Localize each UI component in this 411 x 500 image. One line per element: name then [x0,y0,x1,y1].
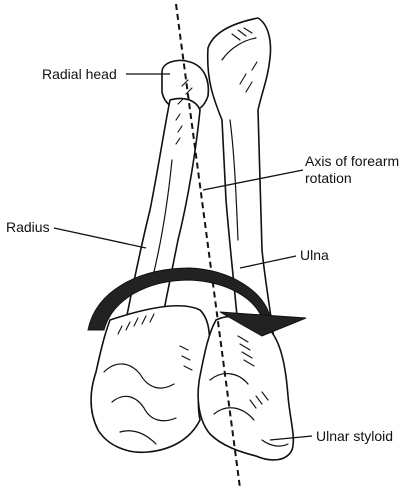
distal-radius [90,305,211,454]
label-radial-head: Radial head [42,66,170,82]
label-axis-of-rotation: Axis of forearm rotation [202,153,399,191]
ulnar-styloid-text: Ulnar styloid [316,428,393,444]
radius-bone [123,59,210,331]
ulna-text: Ulna [300,247,329,263]
curved-arrow-icon [87,267,307,337]
axis-label-line2: rotation [305,170,352,186]
axis-label-line1: Axis of forearm [305,153,399,169]
radius-text: Radius [6,219,50,235]
ulna-bone [206,17,277,361]
label-ulnar-styloid: Ulnar styloid [269,428,393,444]
label-radius: Radius [6,219,147,249]
radial-head-text: Radial head [42,66,117,82]
distal-ulna [197,315,295,461]
label-ulna: Ulna [239,247,329,269]
axis-of-rotation-line [175,3,241,489]
